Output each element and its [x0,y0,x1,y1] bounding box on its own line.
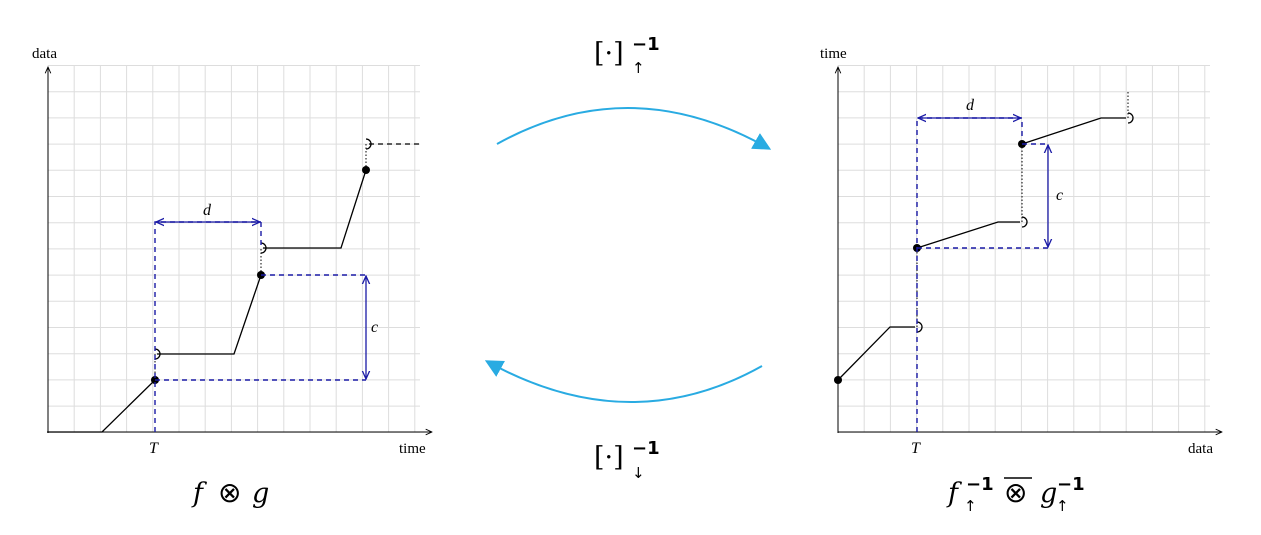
right-c-label: c [1056,187,1063,204]
top-transform-arrow [496,107,772,150]
right-curve-segment-1 [837,326,915,381]
left-point-3 [362,166,370,174]
right-y-axis-label: time [820,46,847,62]
left-caption: f ⊗ g [191,476,269,509]
right-caption-f: f [946,478,962,509]
left-c-label: c [371,319,378,336]
right-open-mark-1 [916,321,923,333]
top-transform-sub: ↑ [632,59,645,77]
left-caption-f: f [191,478,207,509]
bottom-transform-sub: ↓ [632,464,645,482]
right-d-label: d [966,97,975,114]
left-curve-segment-1 [48,379,156,433]
bottom-transform-sup: −1 [632,438,660,459]
left-open-mark-3 [365,138,372,150]
left-t-label: T [149,440,159,457]
left-caption-op: ⊗ [218,476,241,509]
left-x-axis-label: time [399,441,426,457]
right-point-1 [834,376,842,384]
right-t-label: T [911,440,921,457]
bottom-transform-label: [·] −1 ↓ [594,438,660,482]
top-transform-label: [·] −1 ↑ [594,34,660,77]
right-open-mark-2 [1021,216,1028,228]
right-caption-op: ⊗ [1004,476,1027,509]
right-caption-f-inv: −1 [966,474,994,495]
left-curve-segment-2 [157,274,262,355]
right-dashed-t-line [916,117,1023,432]
left-d-label: d [203,202,212,219]
right-curve-segment-3 [1021,117,1126,145]
right-caption: f −1 ↑ ⊗ g −1 ↑ [946,474,1085,515]
right-caption-g-arrow: ↑ [1056,497,1069,515]
top-transform-sup: −1 [632,34,660,55]
left-caption-g: g [252,478,269,509]
left-open-mark-1 [154,348,161,360]
left-y-axis-label: data [32,46,57,62]
left-grid [47,65,420,433]
right-caption-g-inv: −1 [1057,474,1085,495]
left-plot: data time T d c f ⊗ g [32,46,432,509]
right-open-mark-3 [1127,112,1134,124]
right-caption-g: g [1040,478,1057,509]
top-transform-bracket: [·] [594,38,624,69]
right-grid [837,65,1210,433]
right-plot: time data T d c f −1 ↑ ⊗ g −1 [820,46,1222,515]
right-x-axis-label: data [1188,441,1213,457]
right-caption-f-arrow: ↑ [964,497,977,515]
left-open-mark-2 [260,242,267,254]
left-curve-segment-3 [263,169,367,249]
bottom-transform-bracket: [·] [594,442,624,473]
right-curve-segment-2 [916,221,1020,249]
bottom-transform-arrow [484,360,763,403]
transform-arrows: [·] −1 ↑ [·] −1 ↓ [484,34,772,482]
